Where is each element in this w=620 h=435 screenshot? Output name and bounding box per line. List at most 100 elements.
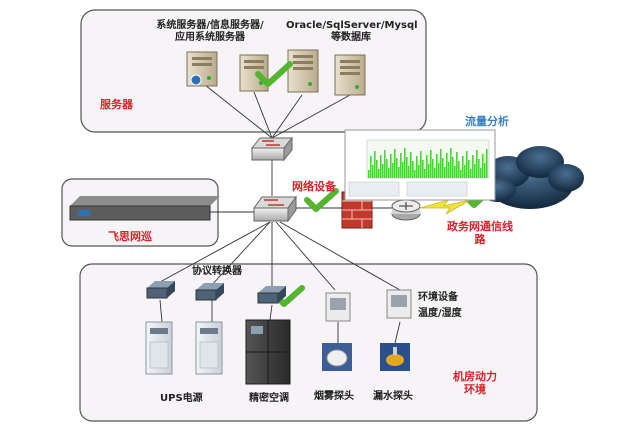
traffic-bar	[456, 152, 458, 178]
servers-caption-line-2: 应用系统服务器	[175, 32, 245, 43]
traffic-bar	[372, 165, 374, 178]
traffic-bar	[454, 166, 456, 178]
flow-analysis-label: 流量分析	[465, 115, 509, 128]
traffic-bar	[416, 156, 418, 178]
smoke-probe-label: 烟雾探头	[314, 391, 354, 402]
traffic-bar	[422, 160, 424, 178]
traffic-bar	[424, 169, 426, 178]
traffic-bar	[480, 168, 482, 178]
traffic-bar	[402, 162, 404, 178]
traffic-bar	[406, 157, 408, 178]
traffic-bar	[398, 167, 400, 178]
traffic-bar	[394, 149, 396, 178]
room-env-group-title: 机房动力 环境	[440, 370, 510, 396]
traffic-bar	[382, 164, 384, 178]
traffic-bar	[380, 155, 382, 178]
traffic-bar	[434, 168, 436, 178]
database-server-icon	[287, 49, 319, 93]
traffic-bar	[460, 170, 462, 178]
traffic-bar	[388, 168, 390, 178]
gov-line-label-1: 政务网通信线	[447, 220, 513, 233]
traffic-bar	[390, 154, 392, 178]
traffic-bar	[462, 156, 464, 178]
room-env-title-2: 环境	[464, 383, 486, 396]
traffic-bar	[404, 148, 406, 178]
traffic-chart-icon	[344, 129, 496, 201]
traffic-bar	[376, 160, 378, 178]
traffic-bar	[418, 165, 420, 178]
water-probe-label: 漏水探头	[373, 391, 413, 402]
traffic-bar	[452, 157, 454, 178]
traffic-bar	[468, 160, 470, 178]
feisi-group-title: 飞思网巡	[108, 230, 152, 243]
traffic-bar	[484, 163, 486, 178]
traffic-bar	[410, 152, 412, 178]
traffic-bar	[470, 169, 472, 178]
check-icon	[304, 188, 339, 212]
router-icon	[391, 199, 421, 221]
traffic-bar	[412, 161, 414, 178]
traffic-bar	[446, 153, 448, 178]
network-switch-icon	[250, 136, 294, 162]
traffic-bar	[486, 149, 488, 178]
gov-line-label-2: 路	[474, 233, 486, 246]
traffic-chart-bars	[368, 148, 488, 178]
db-caption-line-2: 等数据库	[331, 32, 371, 43]
traffic-bar	[442, 158, 444, 178]
servers-caption: 系统服务器/信息服务器/ 应用系统服务器	[145, 20, 275, 44]
traffic-bar	[464, 165, 466, 178]
lightning-icon	[419, 199, 471, 215]
traffic-bar	[466, 151, 468, 178]
db-caption: Oracle/SqlServer/Mysql 等数据库	[286, 20, 418, 44]
server-icon	[239, 54, 269, 92]
traffic-bar	[430, 150, 432, 178]
room-env-group-box	[79, 263, 538, 422]
room-env-title-1: 机房动力	[453, 370, 497, 383]
traffic-bar	[450, 148, 452, 178]
traffic-bar	[396, 158, 398, 178]
traffic-bar	[374, 151, 376, 178]
check-icon	[255, 61, 293, 87]
water-leak-icon	[380, 343, 410, 371]
ups-cabinet-icon	[145, 321, 173, 375]
traffic-bar	[414, 170, 416, 178]
traffic-bar	[386, 159, 388, 178]
traffic-bar	[400, 153, 402, 178]
servers-caption-line-1: 系统服务器/信息服务器/	[156, 20, 264, 31]
env-device-label-1: 环境设备	[418, 292, 458, 303]
gov-line-label: 政务网通信线 路	[430, 220, 530, 246]
traffic-bar	[472, 155, 474, 178]
env-device-label: 环境设备 温度/湿度	[418, 292, 462, 320]
traffic-bar	[368, 170, 370, 178]
ups-cabinet-icon	[195, 321, 223, 375]
traffic-bar	[476, 150, 478, 178]
traffic-bar	[384, 150, 386, 178]
protocol-converter-icon	[146, 281, 175, 299]
network-device-label: 网络设备	[292, 180, 336, 193]
rack-appliance-icon	[69, 196, 220, 221]
precision-ac-label: 精密空调	[249, 393, 289, 404]
traffic-bar	[378, 169, 380, 178]
traffic-bar	[408, 166, 410, 178]
db-caption-line-1: Oracle/SqlServer/Mysql	[286, 20, 418, 31]
protocol-converter-label: 协议转换器	[192, 266, 242, 277]
smoke-detector-icon	[322, 343, 352, 371]
traffic-bar	[392, 163, 394, 178]
network-switch-icon	[253, 195, 297, 223]
traffic-bar	[448, 162, 450, 178]
traffic-bar	[436, 154, 438, 178]
connection-lines	[159, 84, 401, 344]
traffic-bar	[432, 159, 434, 178]
traffic-bar	[428, 164, 430, 178]
traffic-bar	[478, 159, 480, 178]
servers-group-title: 服务器	[100, 98, 133, 111]
traffic-bar	[420, 151, 422, 178]
traffic-bar	[440, 149, 442, 178]
traffic-bar	[370, 156, 372, 178]
precision-ac-icon	[245, 319, 291, 385]
traffic-bar	[426, 155, 428, 178]
protocol-converter-icon	[195, 283, 224, 301]
server-icon	[186, 51, 218, 87]
